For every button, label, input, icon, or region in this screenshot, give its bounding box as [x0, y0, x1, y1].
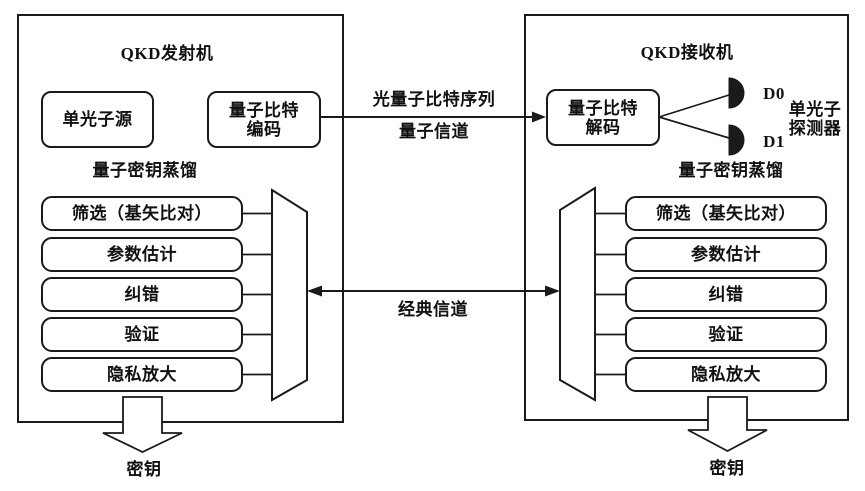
rx-privacy-amplification-label: 隐私放大	[691, 365, 761, 384]
tx-sifting-box	[41, 196, 243, 231]
transmitter-title: QKD发射机	[120, 43, 214, 63]
single-photon-detector-label-line2: 探测器	[788, 119, 842, 138]
rx-parameter-estimation-box	[625, 237, 827, 272]
single-photon-detector-label: 单光子 探测器	[779, 100, 851, 138]
detector-d0-icon	[728, 77, 745, 109]
rx-key-output-arrow	[687, 396, 768, 453]
qubit-encoder-label: 量子比特 编码	[208, 92, 320, 147]
decoder-to-d0-line	[658, 94, 730, 118]
classical-channel-right-arrowhead	[545, 285, 560, 297]
rx-privacy-amplification-box	[625, 357, 827, 392]
detector-d1-label: D1	[763, 132, 785, 151]
tx-verification-label: 验证	[124, 325, 160, 344]
tx-privacy-amplification-label: 隐私放大	[107, 365, 177, 384]
rx-sifting-label: 筛选（基矢比对）	[656, 204, 796, 223]
rx-error-correction-label: 纠错	[708, 285, 744, 304]
qubit-encoder-box	[207, 91, 321, 148]
tx-privacy-amplification-box	[41, 357, 243, 392]
decoder-to-d1-line	[658, 116, 730, 139]
quantum-channel-arrowhead	[532, 111, 546, 123]
tx-key-label: 密钥	[126, 459, 162, 479]
qubit-encoder-label-line2: 编码	[246, 119, 282, 139]
classical-channel-left-arrowhead	[307, 285, 322, 297]
tx-error-correction-label: 纠错	[124, 285, 160, 304]
rx-mux-trapezoid	[559, 186, 596, 402]
quantum-sequence-label: 光量子比特序列	[372, 89, 496, 109]
rx-distillation-title: 量子密钥蒸馏	[678, 161, 784, 180]
rx-parameter-estimation-label: 参数估计	[691, 245, 761, 264]
rx-sifting-box	[625, 196, 827, 231]
qubit-decoder-label-line1: 量子比特	[568, 98, 638, 118]
rx-verification-box	[625, 317, 827, 352]
rx-verification-label: 验证	[708, 325, 744, 344]
tx-parameter-estimation-box	[41, 237, 243, 272]
rx-error-correction-box	[625, 277, 827, 312]
detector-d0-label: D0	[763, 84, 785, 103]
classical-channel-label: 经典信道	[398, 299, 468, 319]
single-photon-source-label: 单光子源	[62, 110, 133, 129]
receiver-title: QKD接收机	[640, 42, 734, 62]
tx-mux-trapezoid	[271, 188, 308, 402]
tx-verification-box	[41, 317, 243, 352]
tx-key-output-arrow	[102, 396, 183, 453]
qubit-encoder-label-line1: 量子比特	[229, 100, 299, 120]
qubit-decoder-label: 量子比特 解码	[547, 90, 659, 145]
rx-key-label: 密钥	[709, 458, 745, 478]
qubit-decoder-box	[546, 89, 660, 146]
single-photon-detector-label-line1: 单光子	[788, 100, 842, 119]
qubit-decoder-label-line2: 解码	[585, 117, 621, 137]
single-photon-source-box	[41, 91, 154, 148]
tx-error-correction-box	[41, 277, 243, 312]
tx-distillation-title: 量子密钥蒸馏	[92, 161, 198, 180]
detector-d1-icon	[728, 124, 745, 156]
quantum-channel-label: 量子信道	[399, 121, 469, 141]
tx-parameter-estimation-label: 参数估计	[107, 245, 177, 264]
tx-sifting-label: 筛选（基矢比对）	[72, 204, 212, 223]
